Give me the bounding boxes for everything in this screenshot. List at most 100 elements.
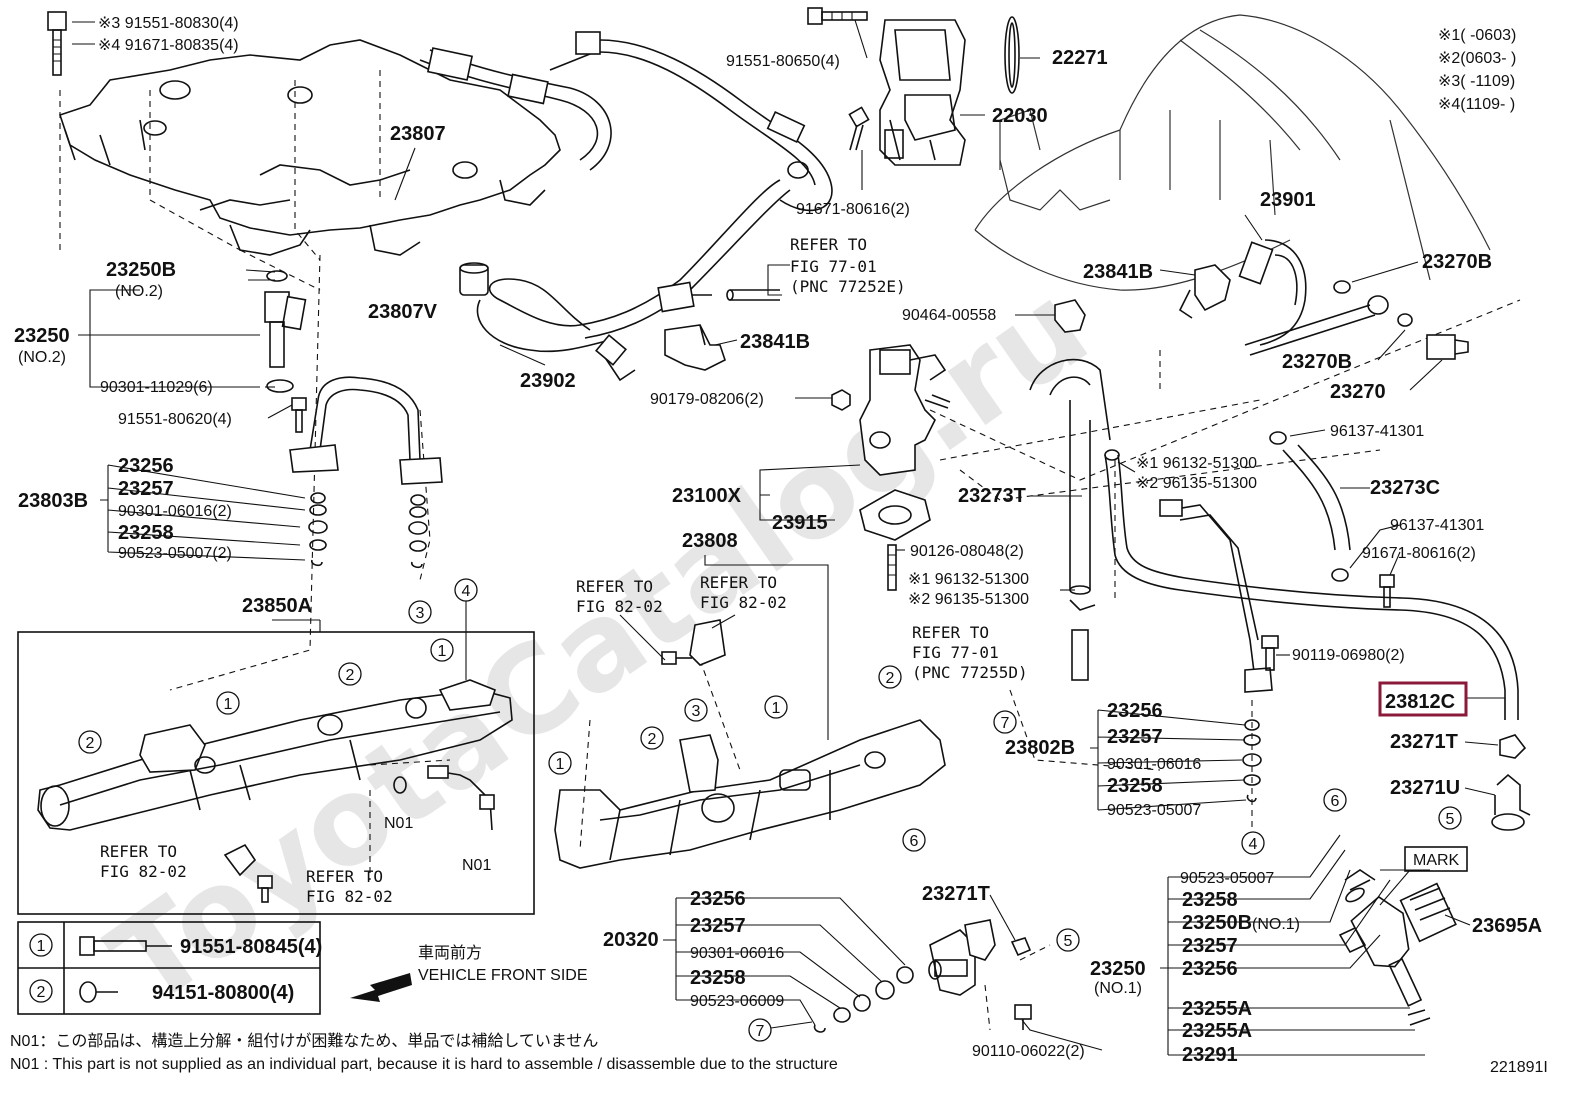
label-90301-06016-bottom[interactable]: 90301-06016 <box>690 945 784 962</box>
label-23901[interactable]: 23901 <box>1260 189 1316 211</box>
legend-row-1-part: 91551-80845(4) <box>180 936 322 958</box>
label-90523-06009[interactable]: 90523-06009 <box>690 993 784 1010</box>
label-23250-top[interactable]: 23250 <box>14 325 70 347</box>
label-91551-80620[interactable]: 91551-80620(4) <box>118 411 232 428</box>
label-91671-80616-top[interactable]: 91671-80616(2) <box>796 201 910 218</box>
label-23807V[interactable]: 23807V <box>368 301 438 323</box>
refer-77-01-a-line2[interactable]: FIG 77-01 <box>790 257 877 276</box>
label-23257-mid[interactable]: 23257 <box>1107 726 1163 748</box>
label-23273T[interactable]: 23273T <box>958 485 1026 507</box>
callout-1-a: 1 <box>438 643 447 660</box>
label-23270B-b[interactable]: 23270B <box>1282 351 1352 373</box>
label-23271T-bottom[interactable]: 23271T <box>922 883 990 905</box>
label-23841B-mid[interactable]: 23841B <box>740 331 810 353</box>
fuel-rail-bracket <box>58 39 561 256</box>
label-96137-41301-b[interactable]: 96137-41301 <box>1390 517 1484 534</box>
label-90179-08206[interactable]: 90179-08206(2) <box>650 391 764 408</box>
label-23100X[interactable]: 23100X <box>672 485 742 507</box>
label-91551-80650[interactable]: 91551-80650(4) <box>726 53 840 70</box>
label-23257-bottom[interactable]: 23257 <box>690 915 746 937</box>
label-90523-05007-left[interactable]: 90523-05007(2) <box>118 545 232 562</box>
label-23802B[interactable]: 23802B <box>1005 737 1075 759</box>
label-96135-51300-b[interactable]: ※2 96135-51300 <box>908 591 1029 608</box>
vehicle-front-jp: 車両前方 <box>418 944 482 962</box>
refer-82-02-d-line2[interactable]: FIG 82-02 <box>306 887 393 906</box>
label-23250B-top[interactable]: 23250B <box>106 259 176 281</box>
label-23250-right-sub: (NO.1) <box>1094 980 1142 997</box>
label-90523-05007-right[interactable]: 90523-05007 <box>1180 870 1274 887</box>
refer-82-02-b-line1: REFER TO <box>700 573 777 592</box>
label-23803B[interactable]: 23803B <box>18 490 88 512</box>
label-23255A-a[interactable]: 23255A <box>1182 998 1252 1020</box>
label-23258-bottom[interactable]: 23258 <box>690 967 746 989</box>
label-23291[interactable]: 23291 <box>1182 1044 1238 1066</box>
label-96137-41301-a[interactable]: 96137-41301 <box>1330 423 1424 440</box>
hose-23901 <box>1238 239 1307 346</box>
bolt-91551-80650 <box>807 7 868 25</box>
callout-7-a: 7 <box>1001 715 1010 732</box>
vehicle-front-indicator: 車両前方 VEHICLE FRONT SIDE <box>350 944 588 1002</box>
callout-6-b: 6 <box>1331 793 1340 810</box>
callout-2-c: 2 <box>648 731 657 748</box>
label-22271[interactable]: 22271 <box>1052 47 1108 69</box>
label-90301-11029[interactable]: 90301-11029(6) <box>100 379 213 396</box>
label-23258-mid[interactable]: 23258 <box>1107 775 1163 797</box>
label-96132-51300-b[interactable]: ※1 96132-51300 <box>908 571 1029 588</box>
refer-82-02-c-line1: REFER TO <box>100 842 177 861</box>
label-23255A-b[interactable]: 23255A <box>1182 1020 1252 1042</box>
label-20320[interactable]: 20320 <box>603 929 659 951</box>
engine-outline <box>974 14 1491 291</box>
label-90110-06022[interactable]: 90110-06022(2) <box>972 1043 1085 1060</box>
label-23258-left[interactable]: 23258 <box>118 522 174 544</box>
label-23270[interactable]: 23270 <box>1330 381 1386 403</box>
label-90523-05007-mid[interactable]: 90523-05007 <box>1107 802 1201 819</box>
regulator-20320 <box>813 919 1051 1033</box>
refer-82-02-a-line2[interactable]: FIG 82-02 <box>576 597 663 616</box>
clip-23271T-right <box>1499 734 1527 759</box>
label-23256-mid[interactable]: 23256 <box>1107 700 1163 722</box>
callout-7-b: 7 <box>756 1023 765 1040</box>
clip-23841B-right <box>1178 264 1231 319</box>
refer-82-02-c-line2[interactable]: FIG 82-02 <box>100 862 187 881</box>
leader-lines <box>72 19 1506 1056</box>
label-90119-06980[interactable]: 90119-06980(2) <box>1292 647 1405 664</box>
label-23250-right[interactable]: 23250 <box>1090 958 1146 980</box>
label-23902[interactable]: 23902 <box>520 370 576 392</box>
label-23808[interactable]: 23808 <box>682 530 738 552</box>
label-96135-51300-a[interactable]: ※2 96135-51300 <box>1136 475 1257 492</box>
label-22030[interactable]: 22030 <box>992 105 1048 127</box>
label-90464-00558[interactable]: 90464-00558 <box>902 307 996 324</box>
callout-circles: 3 4 1 2 1 2 3 1 2 1 2 7 6 4 5 6 5 7 <box>78 578 1462 1042</box>
label-23841B-right[interactable]: 23841B <box>1083 261 1153 283</box>
label-23850A[interactable]: 23850A <box>242 595 312 617</box>
label-23807[interactable]: 23807 <box>390 123 446 145</box>
hose-23273C <box>1269 431 1351 582</box>
label-23256-left[interactable]: 23256 <box>118 455 174 477</box>
label-23257-right[interactable]: 23257 <box>1182 935 1238 957</box>
injector-23250-right <box>1338 869 1457 1026</box>
label-23271U[interactable]: 23271U <box>1390 777 1460 799</box>
label-91671-80616-right[interactable]: 91671-80616(2) <box>1362 545 1476 562</box>
grommet-23807V <box>459 262 489 296</box>
label-91551-80830[interactable]: ※3 91551-80830(4) <box>98 15 239 32</box>
label-96132-51300-a[interactable]: ※1 96132-51300 <box>1136 455 1257 472</box>
label-91671-80835[interactable]: ※4 91671-80835(4) <box>98 37 239 54</box>
label-90301-06016-left[interactable]: 90301-06016(2) <box>118 503 232 520</box>
label-23258-right[interactable]: 23258 <box>1182 889 1238 911</box>
refer-82-02-b-line2[interactable]: FIG 82-02 <box>700 593 787 612</box>
label-23273C[interactable]: 23273C <box>1370 477 1440 499</box>
label-23256-right[interactable]: 23256 <box>1182 958 1238 980</box>
refer-77-01-b-line2[interactable]: FIG 77-01 <box>912 643 999 662</box>
label-23812C[interactable]: 23812C <box>1385 691 1455 713</box>
label-23270B-a[interactable]: 23270B <box>1422 251 1492 273</box>
label-23250B-right[interactable]: 23250B <box>1182 912 1252 934</box>
label-23256-bottom[interactable]: 23256 <box>690 888 746 910</box>
label-90301-06016-mid[interactable]: 90301-06016 <box>1107 756 1201 773</box>
label-90126-08048[interactable]: 90126-08048(2) <box>910 543 1024 560</box>
label-23271T-right[interactable]: 23271T <box>1390 731 1458 753</box>
label-23257-left[interactable]: 23257 <box>118 478 174 500</box>
label-23695A[interactable]: 23695A <box>1472 915 1542 937</box>
legend-table: 1 2 91551-80845(4) 94151-80800(4) <box>17 921 322 1015</box>
range-note-1: ※1( -0603) <box>1438 27 1516 44</box>
label-23915[interactable]: 23915 <box>772 512 828 534</box>
